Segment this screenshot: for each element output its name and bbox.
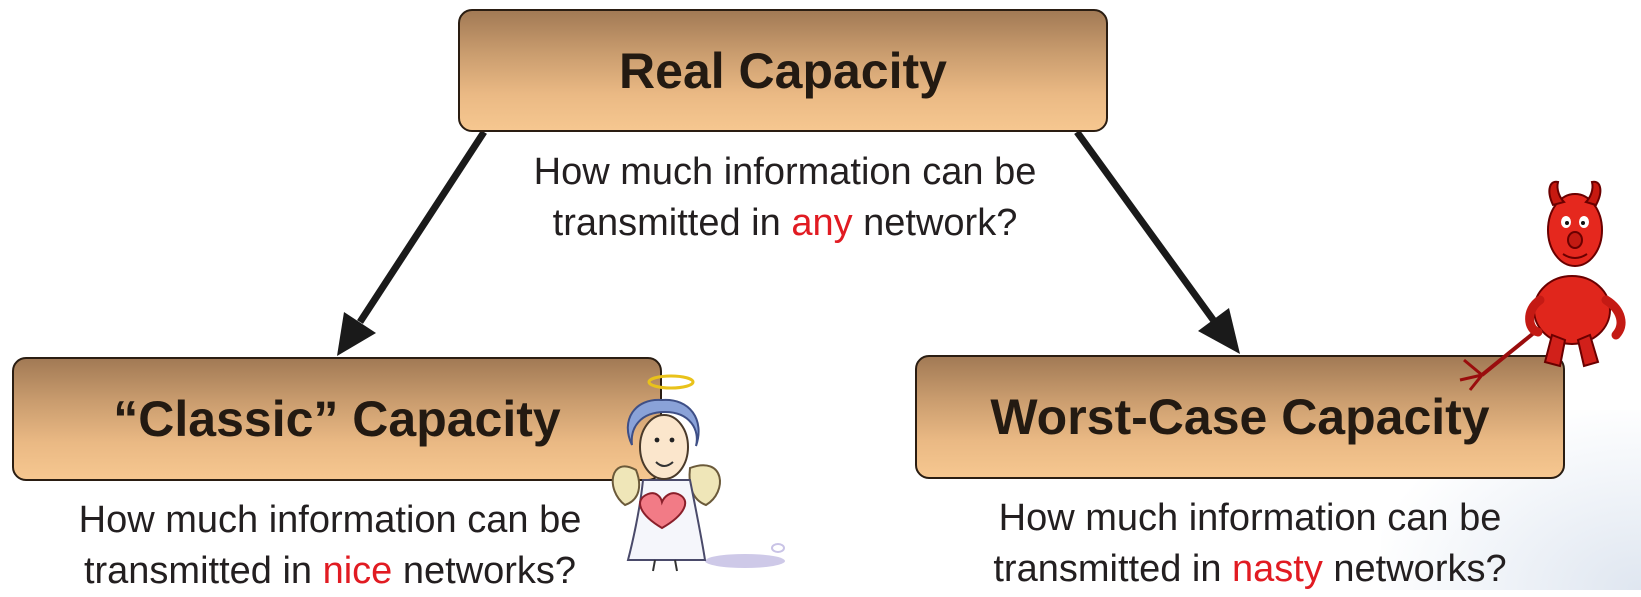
arrow-to-classic [337,130,487,356]
worst-case-capacity-caption: How much information can be transmitted … [930,493,1570,595]
caption-text: networks? [1322,548,1507,590]
caption-text: transmitted in [552,202,792,244]
caption-line-1: How much information can be [533,151,1037,193]
caption-line-1: How much information can be [998,497,1502,539]
worst-case-capacity-box: Worst-Case Capacity [915,355,1565,479]
classic-capacity-title: “Classic” Capacity [113,391,561,447]
caption-text: networks? [392,550,577,592]
real-capacity-title: Real Capacity [619,42,947,99]
real-capacity-caption: How much information can be transmitted … [470,147,1100,249]
caption-line-2: transmitted in nasty networks? [930,544,1570,595]
real-capacity-box: Real Capacity [458,9,1108,132]
caption-text: transmitted in [83,550,323,592]
highlight-word: nice [322,550,393,592]
caption-line-2: transmitted in nice networks? [20,546,640,597]
caption-line-1: How much information can be [78,499,582,541]
caption-text: transmitted in [993,548,1233,590]
caption-line-2: transmitted in any network? [470,198,1100,249]
arrow-to-worst-case [1074,129,1240,354]
classic-capacity-caption: How much information can be transmitted … [20,495,640,597]
highlight-word: nasty [1232,548,1323,590]
highlight-word: any [791,202,853,244]
caption-text: network? [852,202,1018,244]
classic-capacity-box: “Classic” Capacity [12,357,662,481]
worst-case-capacity-title: Worst-Case Capacity [990,389,1490,445]
